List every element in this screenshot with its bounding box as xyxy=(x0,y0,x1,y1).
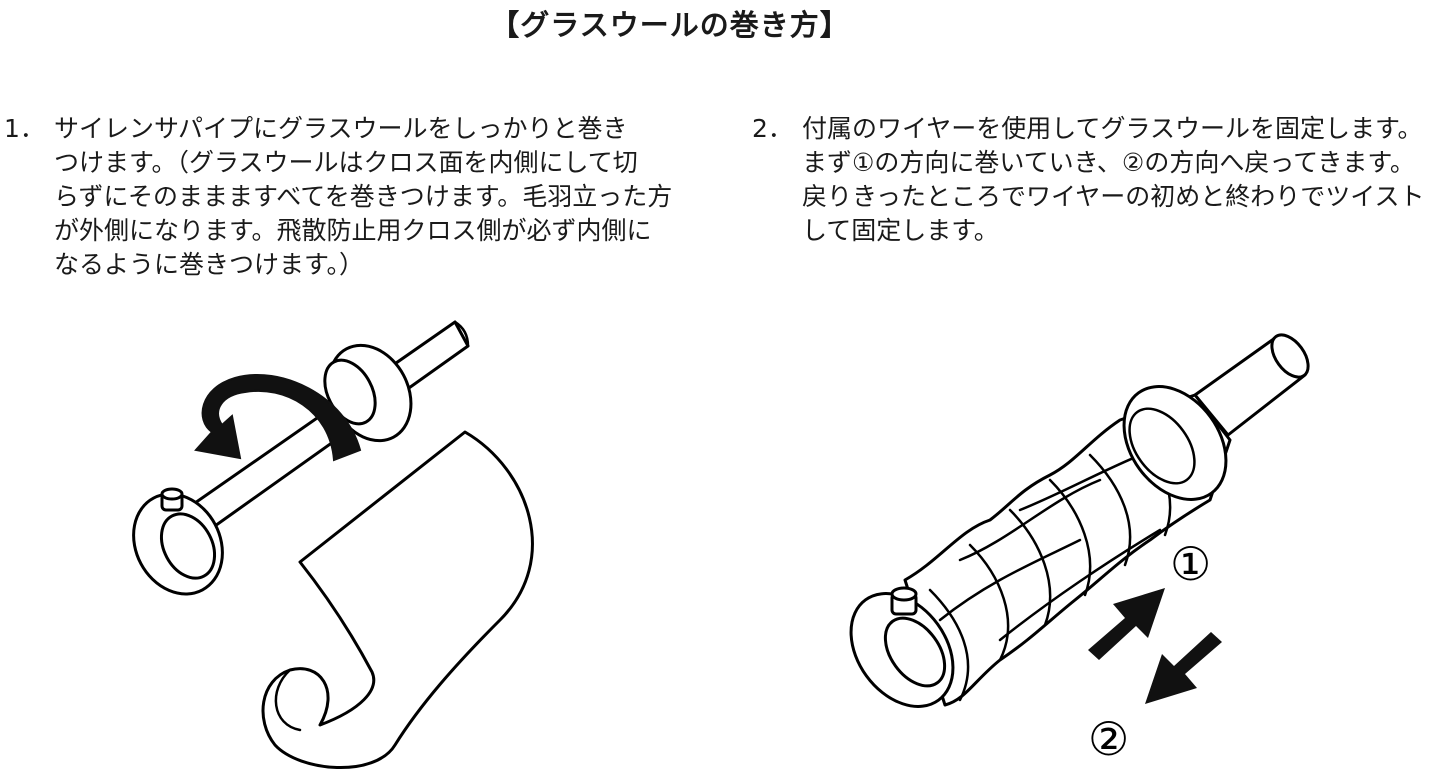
page-title: 【グラスウールの巻き方】 xyxy=(490,8,850,42)
direction-2-label: ② xyxy=(1088,712,1129,766)
arrow-direction-1-icon xyxy=(1088,588,1165,660)
step-text-line: 戻りきったところでワイヤーの初めと終わりでツイスト xyxy=(802,182,1425,211)
instruction-step-1: 1． サイレンサパイプにグラスウールをしっかりと巻き つけます。（グラスウールは… xyxy=(4,112,684,282)
step-text-line: なるように巻きつけます。） xyxy=(54,250,365,279)
rotation-arrow-icon xyxy=(194,374,362,462)
glass-wool-sheet xyxy=(261,430,534,770)
wire-spiral xyxy=(928,423,1182,702)
step-number: 1． xyxy=(4,114,45,143)
end-flange-clamp xyxy=(849,586,955,708)
step-text-line: サイレンサパイプにグラスウールをしっかりと巻き xyxy=(54,114,628,143)
step-text-line: 付属のワイヤーを使用してグラスウールを固定します。 xyxy=(802,114,1423,143)
step-text-line: つけます。（グラスウールはクロス面を内側にして切 xyxy=(54,148,638,177)
direction-1-label: ① xyxy=(1170,537,1211,591)
end-flange-clamp xyxy=(132,487,224,596)
pipe-collar xyxy=(323,343,413,443)
instruction-step-2: 2． 付属のワイヤーを使用してグラスウールを固定します。 まず①の方向に巻いてい… xyxy=(752,112,1452,248)
step-text-line: が外側になります。飛散防止用クロス側が必ず内側に xyxy=(54,216,652,245)
arrow-direction-2-icon xyxy=(1145,632,1222,704)
figure-2-wire-fixing-illustration: ① ② xyxy=(849,333,1310,766)
step-number: 2． xyxy=(752,114,793,143)
step-text-line: らずにそのままますべてを巻きつけます。毛羽立った方 xyxy=(54,182,673,211)
step-text-line: まず①の方向に巻いていき、②の方向へ戻ってきます。 xyxy=(802,148,1415,177)
figure-1-wrapping-illustration xyxy=(132,320,534,770)
step-text-line: して固定します。 xyxy=(802,216,999,245)
